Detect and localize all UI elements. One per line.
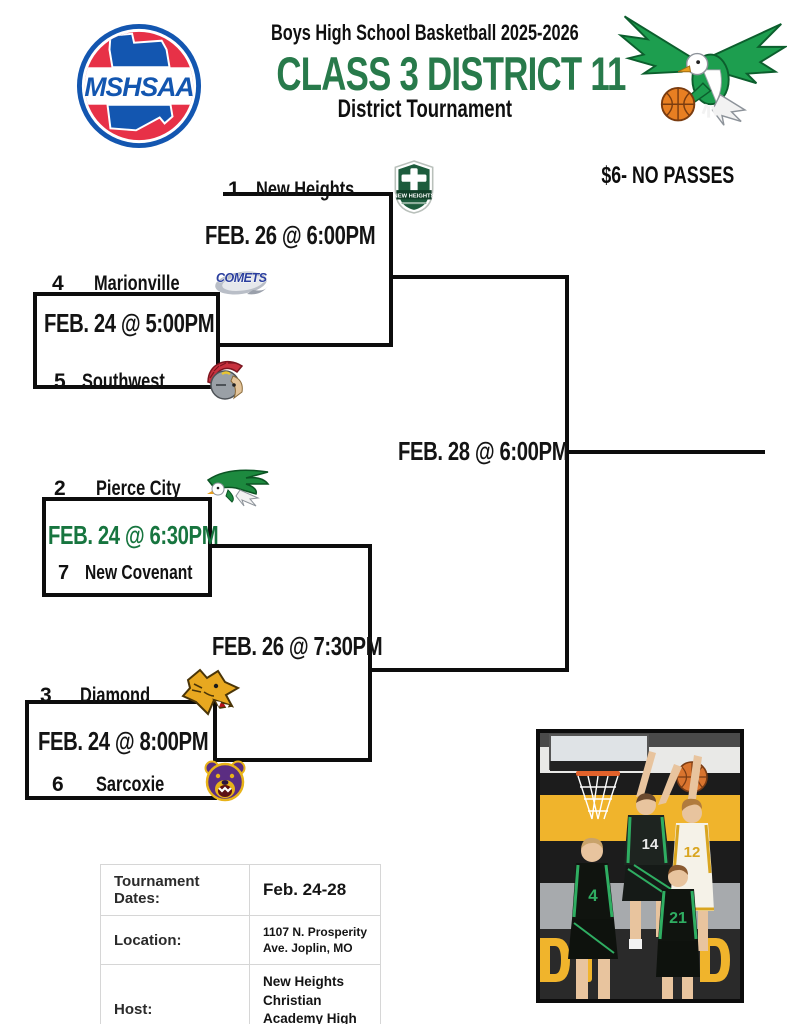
game-time-qf2: FEB. 24 @ 6:30PM <box>48 520 219 550</box>
eagle-mascot-logo <box>615 2 789 130</box>
team-seed: 1 <box>228 178 240 201</box>
new-heights-banner-text: NEW HEIGHTS <box>393 193 434 199</box>
team-row-diamond: 3 Diamond <box>40 668 242 724</box>
jersey-number-21: 21 <box>669 910 687 927</box>
team-row-marionville: 4 Marionville COMETS <box>52 262 269 306</box>
pierce-city-eagle-icon <box>206 464 270 514</box>
bracket-line-newheights <box>223 192 393 196</box>
info-value-host: New Heights Christian Academy High Schoo… <box>249 964 381 1024</box>
team-row-new-heights: 1 New Heights NEW HEIGHTS <box>228 160 436 220</box>
bracket-line-sf1-winner <box>393 275 569 279</box>
game-time-final: FEB. 28 @ 6:00PM <box>398 436 569 466</box>
info-value-location: 1107 N. Prosperity Ave. Joplin, MO <box>249 914 381 966</box>
team-row-pierce-city: 2 Pierce City <box>54 464 270 514</box>
header-titles: Boys High School Basketball 2025-2026 CL… <box>215 20 635 124</box>
game-time-sf1: FEB. 26 @ 6:00PM <box>205 220 376 250</box>
bracket-box-qf3 <box>25 700 217 800</box>
bear-logo-icon <box>201 758 249 812</box>
team-name: Southwest <box>81 370 165 393</box>
game-time-sf2: FEB. 26 @ 7:30PM <box>212 631 383 661</box>
info-value-dates: Feb. 24-28 <box>249 864 381 916</box>
bracket-line-final-vertical <box>565 275 569 672</box>
team-name: New Covenant <box>85 562 193 584</box>
team-name: Marionville <box>93 272 180 295</box>
team-name: Diamond <box>79 684 150 707</box>
team-seed: 7 <box>58 562 70 584</box>
header-subtitle-top: Boys High School Basketball 2025-2026 <box>271 20 579 45</box>
trojan-logo-icon <box>200 354 250 410</box>
table-row: Host: New Heights Christian Academy High… <box>100 964 381 1024</box>
team-seed: 4 <box>52 272 64 295</box>
team-name: New Heights <box>255 178 354 201</box>
team-name: Pierce City <box>95 477 181 500</box>
table-row: Tournament Dates: Feb. 24-28 <box>100 864 381 916</box>
mshsaa-logo: MSHSAA <box>75 22 203 150</box>
bracket-box-qf2 <box>42 497 212 597</box>
team-seed: 3 <box>40 684 52 707</box>
team-row-sarcoxie: 6 Sarcoxie <box>52 758 249 812</box>
bracket-line-champion <box>569 450 765 454</box>
bracket-line-qf3-winner <box>217 758 372 762</box>
mshsaa-logo-text: MSHSAA <box>84 72 193 102</box>
info-label-location: Location: <box>100 914 250 966</box>
tournament-info-table: Tournament Dates: Feb. 24-28 Location: 1… <box>100 864 381 1024</box>
team-row-southwest: 5 Southwest <box>54 354 250 410</box>
admission-note: $6- NO PASSES <box>601 162 734 189</box>
comets-logo-icon: COMETS <box>213 262 269 306</box>
table-row: Location: 1107 N. Prosperity Ave. Joplin… <box>100 914 381 966</box>
game-time-qf1: FEB. 24 @ 5:00PM <box>44 308 215 338</box>
game-time-qf3: FEB. 24 @ 8:00PM <box>38 726 209 756</box>
team-seed: 6 <box>52 773 64 796</box>
team-seed: 2 <box>54 477 66 500</box>
bracket-line-sf2-vertical <box>368 544 372 762</box>
bracket-line-qf1-winner <box>220 343 393 347</box>
mshsaa-logo-icon: MSHSAA <box>76 23 202 149</box>
header-subtitle-bottom: District Tournament <box>337 95 513 123</box>
info-label-host: Host: <box>100 964 250 1024</box>
eagle-icon <box>617 15 789 126</box>
jersey-number-14: 14 <box>642 836 659 853</box>
bracket-line-sf2-winner <box>372 668 569 672</box>
basketball-game-photo: 14 12 <box>536 729 744 1003</box>
team-row-new-covenant: 7 New Covenant <box>58 562 223 585</box>
team-seed: 5 <box>54 370 66 393</box>
bracket-line-qf2-winner <box>212 544 372 548</box>
jersey-number-4: 4 <box>588 886 598 905</box>
wildcat-logo-icon <box>180 668 242 724</box>
game-photo-illustration: 14 12 <box>540 733 740 999</box>
team-name: Sarcoxie <box>95 773 164 796</box>
page-title: CLASS 3 DISTRICT 11 <box>276 47 626 100</box>
info-label-dates: Tournament Dates: <box>100 864 250 916</box>
comets-logo-text: COMETS <box>216 271 268 285</box>
bracket-line-sf1-vertical <box>389 192 393 347</box>
new-heights-logo-icon: NEW HEIGHTS <box>392 160 436 220</box>
bracket-box-qf1 <box>33 292 220 389</box>
jersey-number-12: 12 <box>684 844 701 861</box>
